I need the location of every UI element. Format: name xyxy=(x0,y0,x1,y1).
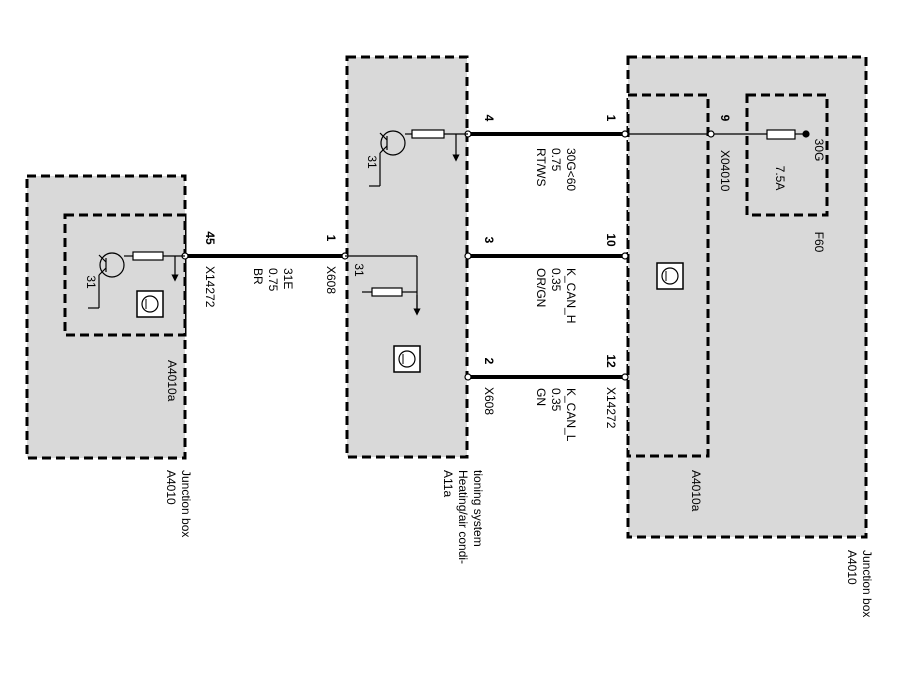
svg-text:K_CAN_H: K_CAN_H xyxy=(564,268,578,323)
connector-middle-x608-right: X608 xyxy=(482,387,496,415)
middle-bottom-resistor-circuit xyxy=(345,255,421,316)
fuse-icon xyxy=(766,129,810,140)
wire-label-can-l: K_CAN_L 0.35 GN xyxy=(534,388,578,442)
pin-middle-3: 3 xyxy=(482,237,496,244)
svg-text:GN: GN xyxy=(534,388,548,406)
hvac-module-box xyxy=(345,55,469,459)
pin-right-10: 10 xyxy=(604,233,618,247)
ground-label-middle-top: 31 xyxy=(365,155,379,169)
svg-text:A4010: A4010 xyxy=(164,470,178,505)
pin-right-1: 1 xyxy=(604,115,618,122)
svg-text:Junction box: Junction box xyxy=(860,550,874,617)
ground-label-left: 31 xyxy=(84,275,98,289)
svg-text:A11a: A11a xyxy=(441,470,455,497)
fuse-rating-label: 7.5A xyxy=(773,166,787,191)
left-transistor-symbol-icon xyxy=(136,290,164,318)
left-transistor-circuit xyxy=(88,251,185,309)
middle-transistor-symbol-icon xyxy=(393,345,421,373)
svg-text:RT/WS: RT/WS xyxy=(534,148,548,186)
connector-x04010: X04010 xyxy=(718,150,732,192)
pin-middle-4: 4 xyxy=(482,115,496,122)
svg-text:30G<60: 30G<60 xyxy=(564,148,578,191)
svg-text:K_CAN_L: K_CAN_L xyxy=(564,388,578,442)
left-outer-box-label: A4010 Junction box xyxy=(164,470,193,537)
right-outer-box-label: A4010 Junction box xyxy=(845,550,874,617)
middle-box-label: A11a Heating/air condi- tioning system xyxy=(441,470,485,564)
svg-text:0.75: 0.75 xyxy=(549,148,563,172)
middle-top-transistor-circuit xyxy=(369,129,468,187)
pin-right-12: 12 xyxy=(604,354,618,368)
wire-label-ground: 31E 0.75 BR xyxy=(251,268,295,292)
ground-label-middle-bottom: 31 xyxy=(352,263,366,277)
svg-text:0.35: 0.35 xyxy=(549,388,563,412)
wire-label-supply: 30G<60 0.75 RT/WS xyxy=(534,148,578,191)
svg-text:A4010: A4010 xyxy=(845,550,859,585)
right-inner-box-id: A4010a xyxy=(689,470,703,512)
pin-middle-2: 2 xyxy=(482,358,496,365)
svg-text:Heating/air condi-: Heating/air condi- xyxy=(456,470,470,564)
wire-label-can-h: K_CAN_H 0.35 OR/GN xyxy=(534,268,578,323)
svg-text:Junction box: Junction box xyxy=(179,470,193,537)
left-inner-box-id: A4010a xyxy=(165,360,179,402)
svg-text:OR/GN: OR/GN xyxy=(534,268,548,307)
svg-text:31E: 31E xyxy=(281,268,295,289)
svg-text:0.35: 0.35 xyxy=(549,268,563,292)
pin-fuse-9: 9 xyxy=(718,115,732,122)
right-transistor-symbol-icon xyxy=(656,262,684,290)
fuse-supply-label: 30G xyxy=(812,139,826,162)
fuse-id-label: F60 xyxy=(812,232,826,253)
connector-left-x14272: X14272 xyxy=(203,266,217,308)
svg-text:tioning system: tioning system xyxy=(471,470,485,547)
connector-middle-x608-left: X608 xyxy=(324,266,338,294)
pin-middle-1: 1 xyxy=(324,235,338,242)
svg-text:BR: BR xyxy=(251,268,265,285)
fuse-box xyxy=(745,93,829,217)
connector-right-x14272: X14272 xyxy=(604,387,618,429)
left-junction-box-inner xyxy=(63,213,187,337)
svg-text:0.75: 0.75 xyxy=(266,268,280,292)
pin-left-45: 45 xyxy=(203,231,217,245)
